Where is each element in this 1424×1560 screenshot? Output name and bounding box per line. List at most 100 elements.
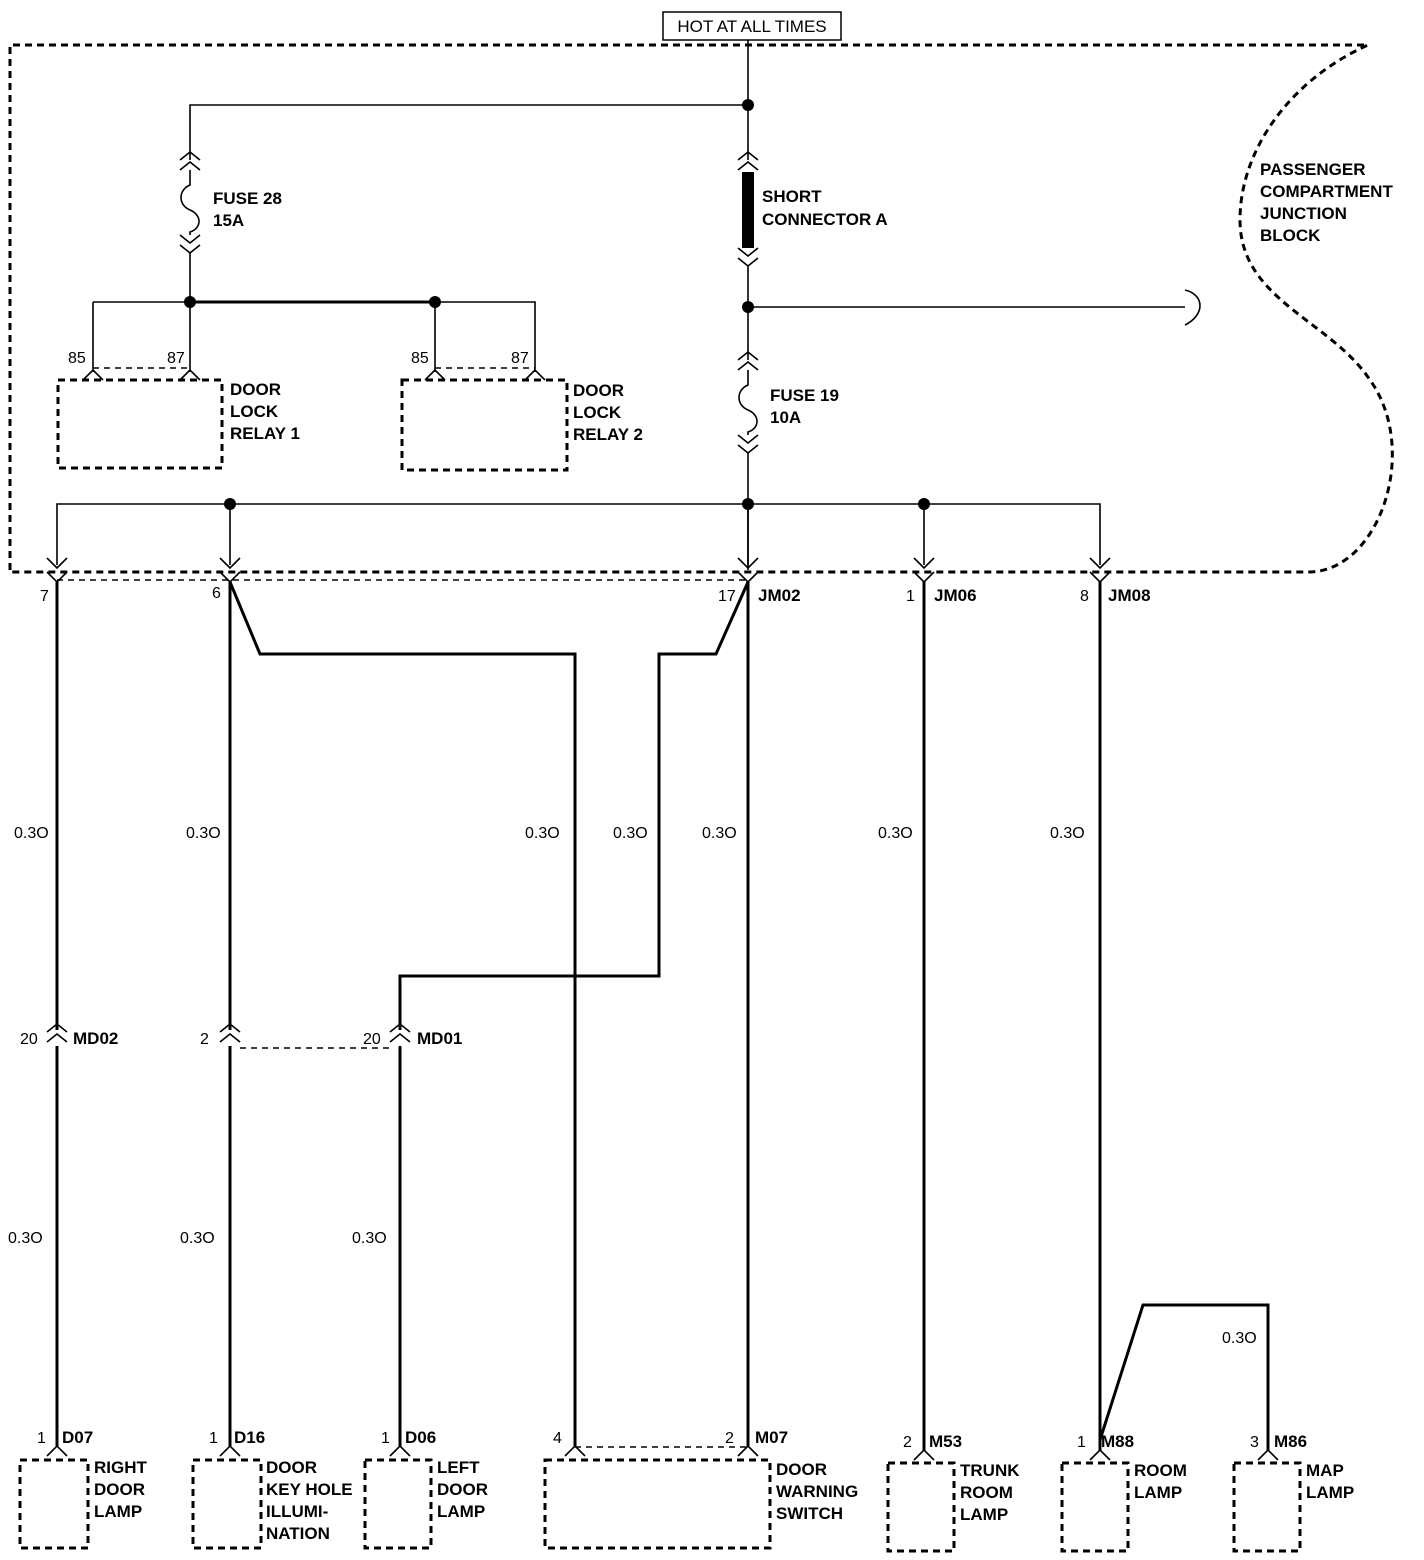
- m88-label: M88: [1101, 1432, 1134, 1451]
- door-warning-switch-label-3: SWITCH: [776, 1504, 843, 1523]
- relay-1-pin-85: 85: [68, 350, 86, 367]
- d06-pin: 1: [381, 1430, 390, 1447]
- gauge-4: 0.3O: [613, 825, 648, 842]
- md02-label: MD02: [73, 1029, 118, 1048]
- room-lamp-label-2: LAMP: [1134, 1483, 1182, 1502]
- junction-block-label: PASSENGER COMPARTMENT JUNCTION BLOCK: [1260, 160, 1393, 245]
- m86-label: M86: [1274, 1432, 1307, 1451]
- right-door-lamp-label-1: RIGHT: [94, 1458, 148, 1477]
- map-lamp-box: [1232, 1461, 1302, 1553]
- m88-pin: 1: [1077, 1434, 1086, 1451]
- distribution-bus-wire: [56, 503, 1101, 565]
- trunk-room-lamp-label-1: TRUNK: [960, 1461, 1020, 1480]
- md01-pin-2: 2: [200, 1031, 209, 1048]
- splice-bus-3: [918, 498, 930, 510]
- right-door-lamp-label-3: LAMP: [94, 1502, 142, 1521]
- trunk-room-lamp-label-2: ROOM: [960, 1483, 1013, 1502]
- gauge-11: 0.3O: [1222, 1330, 1257, 1347]
- short-connector-a: [737, 150, 759, 360]
- m86-pin: 3: [1250, 1434, 1259, 1451]
- jb-pin-17: 17: [718, 588, 736, 605]
- gauge-8: 0.3O: [8, 1230, 43, 1247]
- map-lamp-label-1: MAP: [1306, 1461, 1344, 1480]
- gauge-7: 0.3O: [1050, 825, 1085, 842]
- svg-text:JUNCTION: JUNCTION: [1260, 204, 1347, 223]
- right-door-lamp-box: [18, 1458, 90, 1550]
- door-key-hole-label-2: KEY HOLE: [266, 1480, 353, 1499]
- jb-pin-1: 1: [906, 588, 915, 605]
- fuse-19-rating: 10A: [770, 408, 801, 427]
- relay-2-pin-85: 85: [411, 350, 429, 367]
- splice-branch: [742, 301, 754, 313]
- door-key-hole-label-1: DOOR: [266, 1458, 317, 1477]
- inline-connectors: [46, 1022, 411, 1049]
- door-lock-relay-1: [56, 367, 224, 470]
- power-label: HOT AT ALL TIMES: [677, 17, 826, 36]
- jm06-label: JM06: [934, 586, 977, 605]
- svg-text:PASSENGER: PASSENGER: [1260, 160, 1366, 179]
- jb-output-terminals: [46, 557, 1111, 584]
- map-lamp-label-2: LAMP: [1306, 1483, 1354, 1502]
- power-label-box: [662, 11, 842, 41]
- door-warning-switch-label-1: DOOR: [776, 1460, 827, 1479]
- m07-pin-4: 4: [553, 1430, 562, 1447]
- door-key-hole-label-4: NATION: [266, 1524, 330, 1543]
- splice-feed: [742, 99, 754, 111]
- door-key-hole-label-3: ILLUMI-: [266, 1502, 328, 1521]
- relay-1-label-3: RELAY 1: [230, 424, 300, 443]
- distribution-drops: [229, 504, 925, 565]
- fuse-28-rating: 15A: [213, 211, 244, 230]
- d16-pin: 1: [209, 1430, 218, 1447]
- wire-door-warning-switch-pin4: [228, 581, 577, 1446]
- splice-relay-1: [184, 296, 196, 308]
- right-door-lamp-label-2: DOOR: [94, 1480, 145, 1499]
- jm02-label: JM02: [758, 586, 801, 605]
- svg-text:BLOCK: BLOCK: [1260, 226, 1321, 245]
- d06-label: D06: [405, 1428, 436, 1447]
- relay-drop-wires: [92, 302, 436, 372]
- room-lamp-label-1: ROOM: [1134, 1461, 1187, 1480]
- gauge-5: 0.3O: [702, 825, 737, 842]
- relay-bus-wire: [93, 301, 536, 372]
- d16-label: D16: [234, 1428, 265, 1447]
- component-terminals: [46, 1444, 1279, 1461]
- md01-label: MD01: [417, 1029, 462, 1048]
- jb-pin-8: 8: [1080, 588, 1089, 605]
- fuse-28-name: FUSE 28: [213, 189, 282, 208]
- wire-left-door-lamp: [398, 581, 750, 1446]
- splice-bus-2: [742, 498, 754, 510]
- fuse-28: [179, 150, 201, 302]
- wire-map-lamp: [1098, 1303, 1270, 1450]
- gauge-1: 0.3O: [14, 825, 49, 842]
- door-warning-switch-label-2: WARNING: [776, 1482, 858, 1501]
- door-lock-relay-2: [400, 367, 569, 472]
- gauge-6: 0.3O: [878, 825, 913, 842]
- door-key-hole-box: [191, 1458, 263, 1550]
- short-connector-label-2: CONNECTOR A: [762, 210, 888, 229]
- relay-1-pin-87: 87: [167, 350, 185, 367]
- relay-1-label-2: LOCK: [230, 402, 279, 421]
- md01-pin-20: 20: [363, 1031, 381, 1048]
- splice-bus-1: [224, 498, 236, 510]
- splice-relay-2: [429, 296, 441, 308]
- svg-text:COMPARTMENT: COMPARTMENT: [1260, 182, 1393, 201]
- fuse-19-name: FUSE 19: [770, 386, 839, 405]
- left-door-lamp-label-1: LEFT: [437, 1458, 480, 1477]
- d07-pin: 1: [37, 1430, 46, 1447]
- jm08-label: JM08: [1108, 586, 1151, 605]
- gauge-3: 0.3O: [525, 825, 560, 842]
- door-warning-switch-box: [543, 1458, 772, 1550]
- relay-2-pin-87: 87: [511, 350, 529, 367]
- m07-label: M07: [755, 1428, 788, 1447]
- branch-break: [1184, 289, 1201, 326]
- relay-2-label-2: LOCK: [573, 403, 622, 422]
- m07-pin-2: 2: [725, 1430, 734, 1447]
- short-connector-label-1: SHORT: [762, 187, 822, 206]
- gauge-9: 0.3O: [180, 1230, 215, 1247]
- gauge-10: 0.3O: [352, 1230, 387, 1247]
- trunk-room-lamp-label-3: LAMP: [960, 1505, 1008, 1524]
- m53-label: M53: [929, 1432, 962, 1451]
- junction-block-outline: [8, 43, 1394, 574]
- gauge-2: 0.3O: [186, 825, 221, 842]
